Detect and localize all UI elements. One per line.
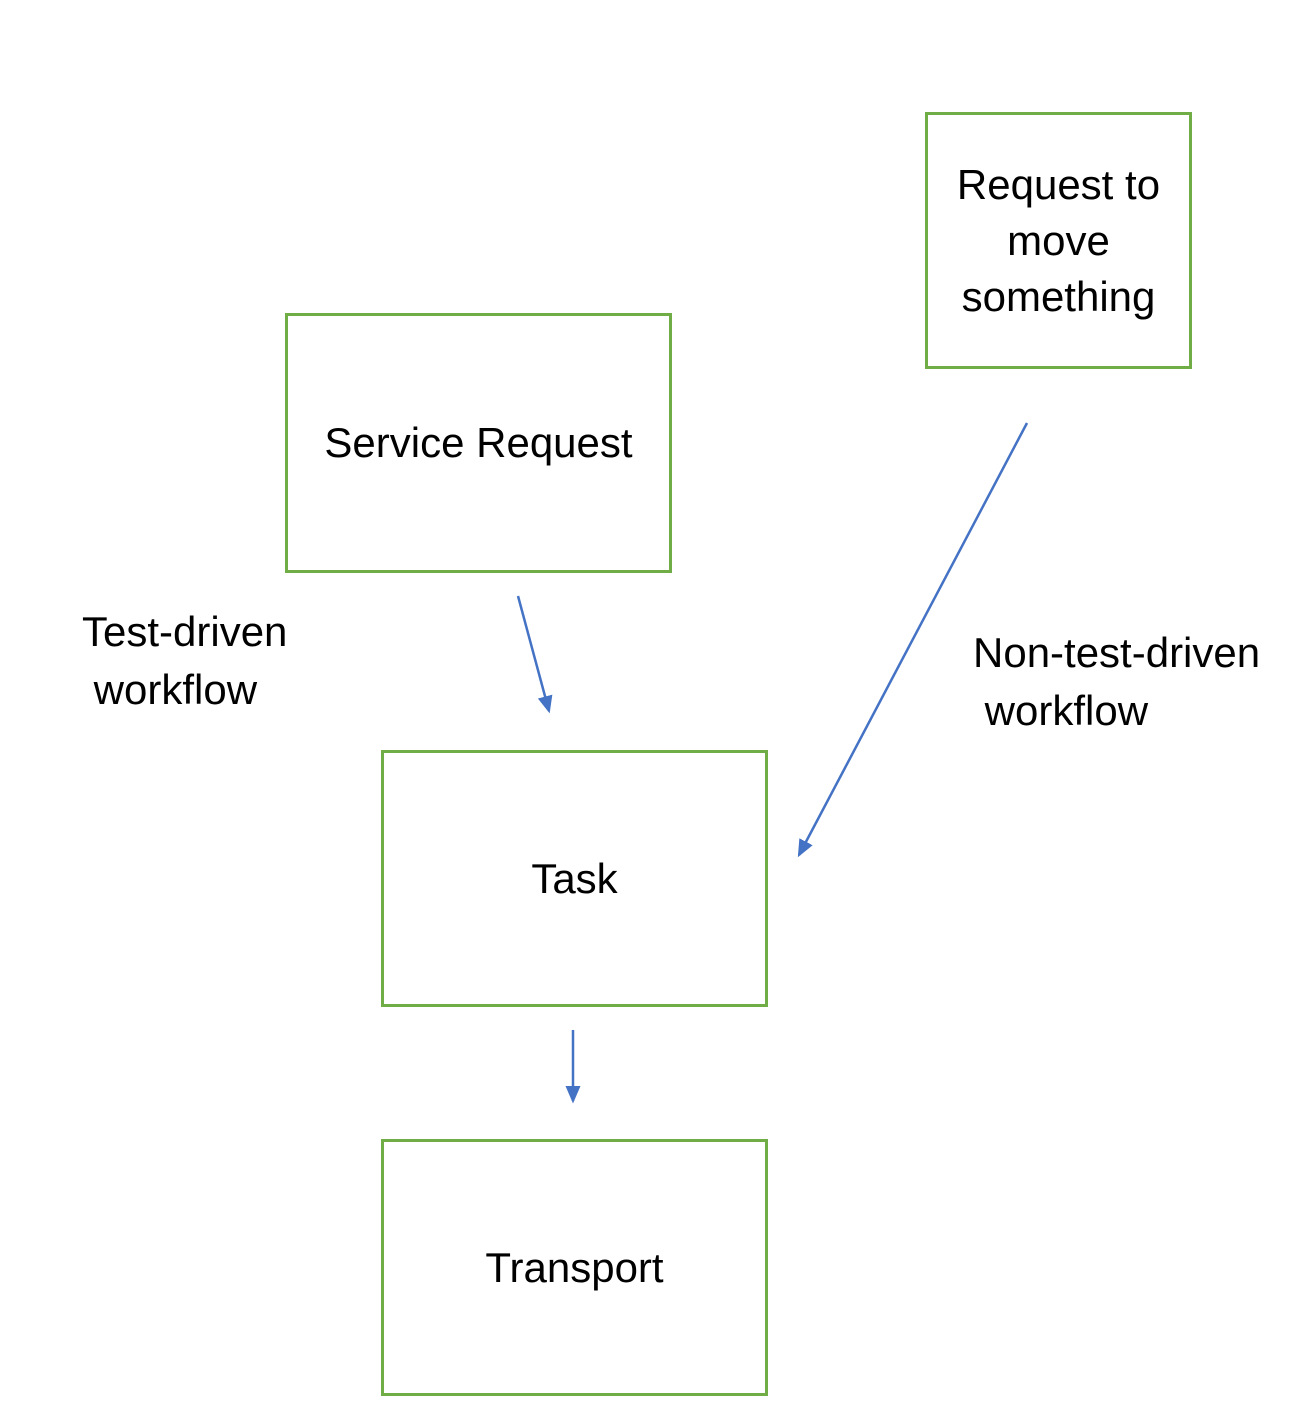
node-label: Request to move something bbox=[956, 160, 1161, 320]
arrow-service-request-to-task bbox=[516, 595, 553, 714]
node-service-request: Service Request bbox=[285, 313, 672, 573]
node-label: Service Request bbox=[324, 419, 633, 466]
edge-label-test-driven-workflow: Test-driven workflow bbox=[82, 608, 288, 713]
node-request-to-move-something: Request to move something bbox=[925, 112, 1192, 369]
node-transport: Transport bbox=[381, 1139, 768, 1396]
node-task: Task bbox=[381, 750, 768, 1007]
node-label: Transport bbox=[485, 1243, 664, 1291]
edge-label-non-test-driven-workflow: Non-test-driven workflow bbox=[973, 629, 1261, 734]
node-label: Task bbox=[531, 854, 618, 902]
